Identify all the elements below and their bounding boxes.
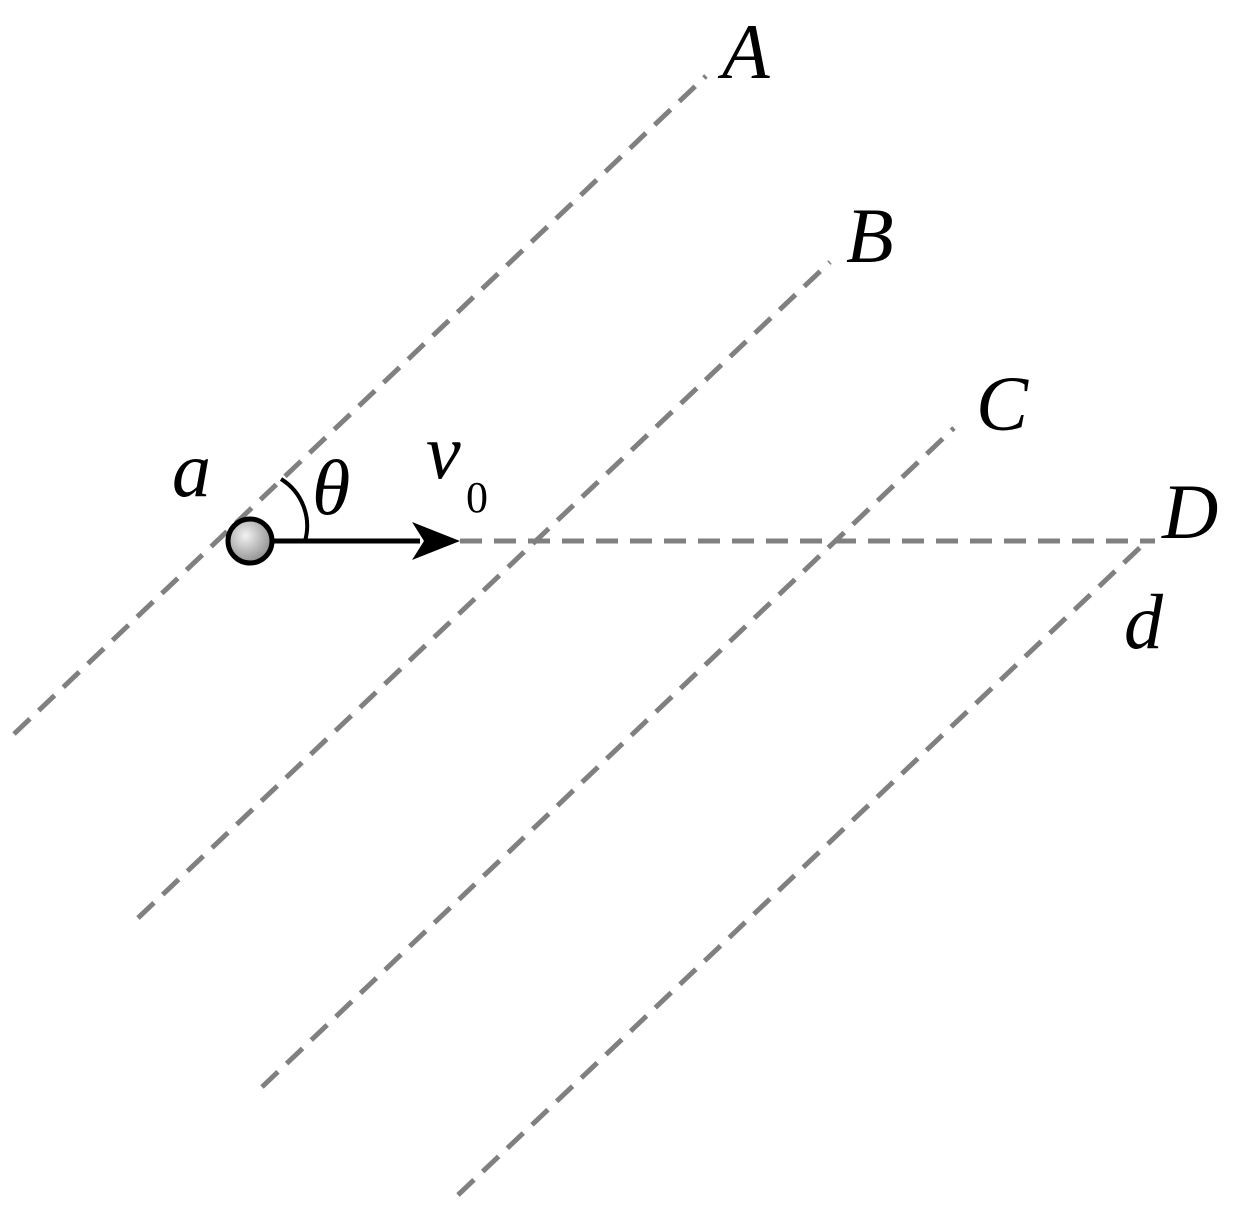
label-line-b: B xyxy=(846,192,894,279)
line-d xyxy=(456,538,1150,1197)
line-b xyxy=(136,260,832,920)
line-a xyxy=(12,74,708,736)
label-velocity: v xyxy=(426,408,461,495)
velocity-arrow-head xyxy=(412,522,460,560)
angle-arc xyxy=(279,477,310,542)
label-point-a: a xyxy=(172,426,211,513)
charged-ball xyxy=(225,516,275,566)
line-c xyxy=(260,426,956,1089)
label-line-a: A xyxy=(717,8,770,95)
label-point-d: d xyxy=(1124,578,1164,665)
label-velocity-subscript: 0 xyxy=(466,473,488,522)
label-line-c: C xyxy=(976,360,1029,447)
label-angle-theta: θ xyxy=(312,444,350,531)
label-line-d: D xyxy=(1161,468,1218,555)
